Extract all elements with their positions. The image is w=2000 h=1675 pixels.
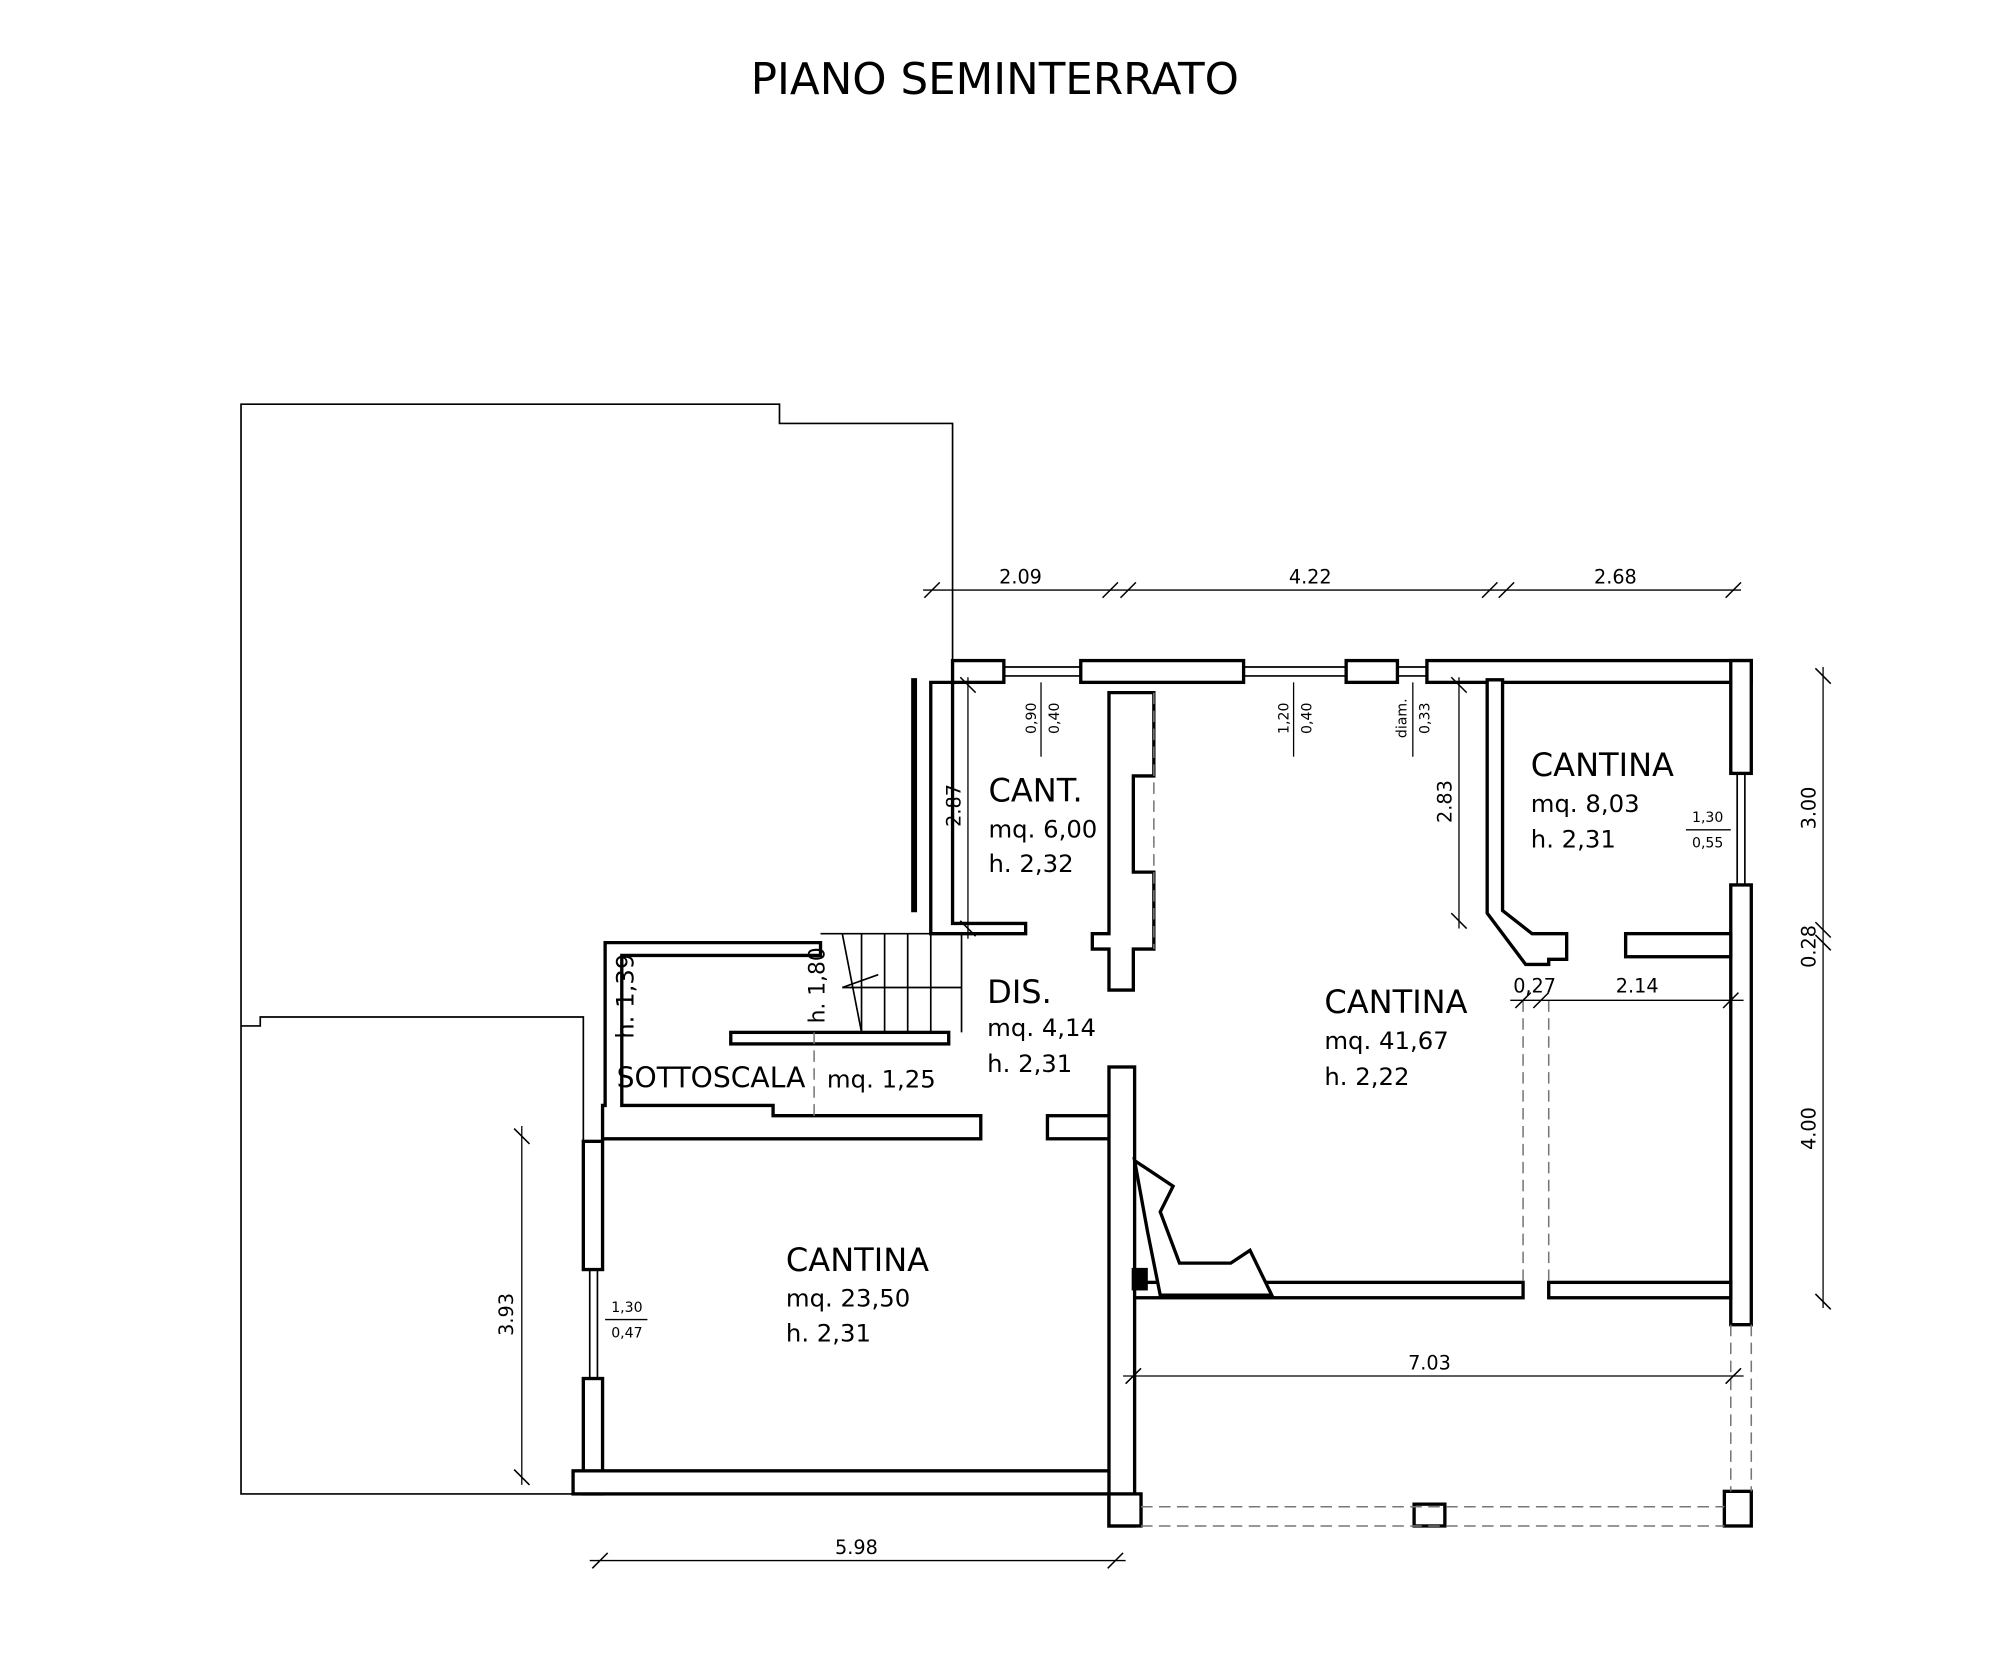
window-1-width: 0,90: [1024, 703, 1040, 734]
room-height: h. 2,32: [988, 849, 1073, 878]
window-5-width: 1,30: [611, 1300, 642, 1316]
room-area: mq. 41,67: [1324, 1026, 1448, 1055]
dim-top-3: 2.68: [1594, 566, 1637, 589]
window-1-height: 0,40: [1047, 703, 1063, 734]
window-2-height: 0,40: [1300, 703, 1316, 734]
dashed-outlines: [1141, 692, 1753, 1527]
dim-top-1: 2.09: [999, 566, 1042, 589]
dim-portico: 7.03: [1408, 1352, 1451, 1375]
room-area: mq. 23,50: [786, 1284, 910, 1313]
window-4-width: 1,30: [1692, 810, 1723, 826]
room-cantina-left: CANTINA mq. 23,50 h. 2,31: [786, 1241, 929, 1348]
dim-left: 3.93: [495, 1293, 518, 1336]
window-5-height: 0,47: [611, 1326, 642, 1342]
room-name: SOTTOSCALA: [617, 1062, 806, 1095]
room-name: DIS.: [987, 973, 1052, 1011]
room-height: h. 2,22: [1324, 1062, 1409, 1091]
window-4-height: 0,55: [1692, 836, 1723, 852]
plan-title: PIANO SEMINTERRATO: [751, 55, 1239, 105]
room-area: mq. 1,25: [827, 1065, 936, 1094]
room-cantina-large: CANTINA mq. 41,67 h. 2,22: [1324, 983, 1467, 1091]
dim-right-1: 3.00: [1797, 787, 1820, 830]
room-height: h. 2,31: [1531, 825, 1616, 854]
room-name: CANT.: [988, 772, 1082, 810]
dim-wall: 0,27: [1513, 975, 1556, 998]
dim-cantina-small-width: 2.14: [1616, 975, 1659, 998]
dim-bottom: 5.98: [835, 1536, 878, 1559]
staircase: [813, 932, 963, 1116]
dim-cantina-depth: 2.83: [1433, 780, 1456, 823]
room-name: CANTINA: [1531, 746, 1674, 784]
room-cant: CANT. mq. 6,00 h. 2,32: [988, 772, 1097, 879]
dim-cant-depth: 2.87: [942, 784, 965, 827]
room-area: mq. 6,00: [988, 815, 1097, 844]
stair-height-label: h. 1,80: [805, 947, 830, 1023]
dim-right-3: 4.00: [1797, 1107, 1820, 1150]
window-2-width: 1,20: [1276, 703, 1292, 734]
dim-top-2: 4.22: [1289, 566, 1332, 589]
adjacent-property-outline: [240, 403, 954, 1495]
room-area: mq. 8,03: [1531, 789, 1640, 818]
room-name: CANTINA: [786, 1241, 929, 1279]
room-height: h. 1,39: [610, 954, 639, 1039]
window-3-height: 0,33: [1417, 703, 1433, 734]
room-height: h. 2,31: [987, 1049, 1072, 1078]
room-height: h. 2,31: [786, 1318, 871, 1347]
room-sottoscala: SOTTOSCALA mq. 1,25 h. 1,39: [610, 954, 935, 1095]
room-area: mq. 4,14: [987, 1013, 1096, 1042]
dimension-lines: [513, 581, 1832, 1569]
room-name: CANTINA: [1324, 983, 1467, 1021]
window-3-width: diam.: [1394, 698, 1410, 738]
window-openings: [588, 666, 1746, 1379]
room-dis: DIS. mq. 4,14 h. 2,31: [987, 973, 1096, 1078]
dim-right-2: 0.28: [1797, 925, 1820, 968]
room-cantina-small: CANTINA mq. 8,03 h. 2,31: [1531, 746, 1674, 854]
